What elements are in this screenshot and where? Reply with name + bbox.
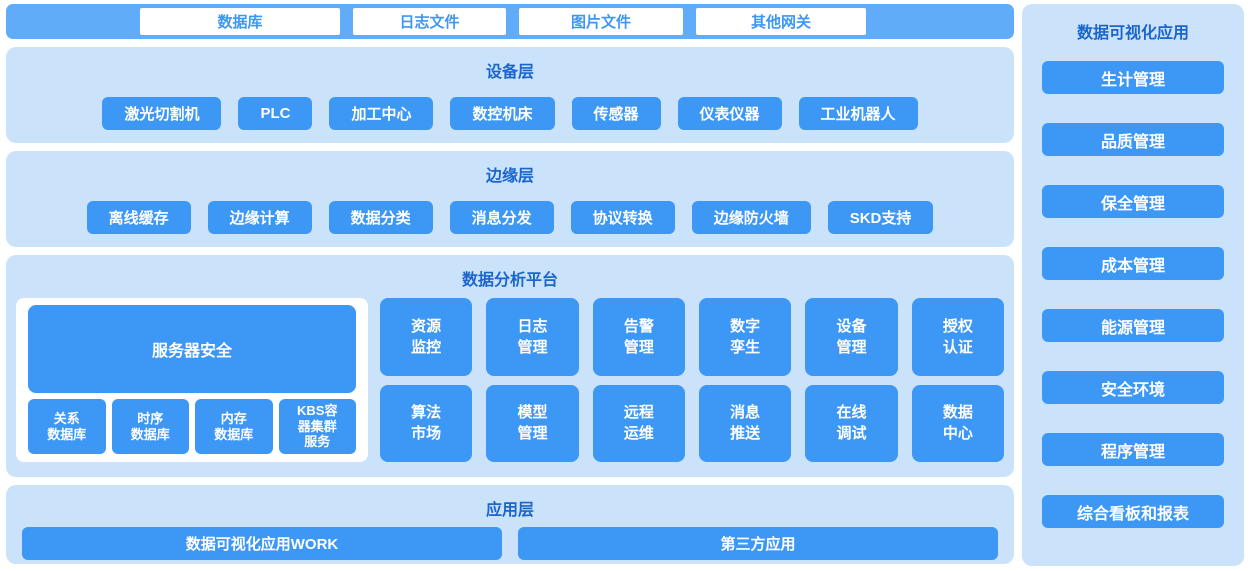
sidebar-visualization-apps: 数据可视化应用 生计管理 品质管理 保全管理 成本管理 能源管理 安全环境 程序… bbox=[1022, 4, 1244, 566]
device-chip-row: 激光切割机 PLC 加工中心 数控机床 传感器 仪表仪器 工业机器人 bbox=[6, 97, 1014, 130]
platform-cell[interactable]: 告警 管理 bbox=[592, 298, 685, 376]
db-chip-timeseries[interactable]: 时序 数据库 bbox=[111, 399, 189, 454]
device-chip[interactable]: 仪表仪器 bbox=[677, 97, 782, 130]
platform-cell[interactable]: 模型 管理 bbox=[486, 384, 579, 462]
app-button-visualization-work[interactable]: 数据可视化应用WORK bbox=[22, 527, 502, 560]
server-panel: 服务器安全 关系 数据库 时序 数据库 内存 数据库 KBS容 器集群 服务 bbox=[16, 298, 368, 462]
edge-chip[interactable]: 离线缓存 bbox=[86, 201, 191, 234]
db-chip-relational[interactable]: 关系 数据库 bbox=[28, 399, 106, 454]
edge-chip-row: 离线缓存 边缘计算 数据分类 消息分发 协议转换 边缘防火墙 SKD支持 bbox=[6, 201, 1014, 234]
device-chip[interactable]: PLC bbox=[238, 97, 313, 130]
gateway-item-database[interactable]: 数据库 bbox=[140, 8, 340, 35]
gateway-item-logfile[interactable]: 日志文件 bbox=[353, 8, 506, 35]
database-row: 关系 数据库 时序 数据库 内存 数据库 KBS容 器集群 服务 bbox=[28, 399, 356, 454]
sidebar-item[interactable]: 保全管理 bbox=[1042, 185, 1224, 218]
server-security-box[interactable]: 服务器安全 bbox=[28, 305, 356, 393]
device-layer: 设备层 激光切割机 PLC 加工中心 数控机床 传感器 仪表仪器 工业机器人 bbox=[6, 47, 1014, 143]
platform-title: 数据分析平台 bbox=[461, 272, 558, 289]
platform-cell[interactable]: 设备 管理 bbox=[805, 298, 898, 376]
sidebar-item[interactable]: 综合看板和报表 bbox=[1042, 495, 1224, 528]
device-chip[interactable]: 激光切割机 bbox=[102, 97, 222, 130]
gateway-item-imagefile[interactable]: 图片文件 bbox=[519, 8, 683, 35]
platform-cell[interactable]: 授权 认证 bbox=[911, 298, 1004, 376]
application-layer-title: 应用层 bbox=[485, 502, 534, 519]
db-chip-inmemory[interactable]: 内存 数据库 bbox=[195, 399, 273, 454]
gateway-bar: 数据库 日志文件 图片文件 其他网关 bbox=[6, 4, 1014, 39]
edge-chip[interactable]: 数据分类 bbox=[328, 201, 433, 234]
platform-body: 服务器安全 关系 数据库 时序 数据库 内存 数据库 KBS容 器集群 服务 资… bbox=[6, 290, 1014, 462]
app-button-third-party[interactable]: 第三方应用 bbox=[518, 527, 998, 560]
edge-chip[interactable]: SKD支持 bbox=[827, 201, 934, 234]
sidebar-item[interactable]: 生计管理 bbox=[1042, 61, 1224, 94]
platform-cell[interactable]: 算法 市场 bbox=[380, 384, 473, 462]
sidebar-item[interactable]: 程序管理 bbox=[1042, 433, 1224, 466]
edge-chip[interactable]: 消息分发 bbox=[449, 201, 554, 234]
platform-cell[interactable]: 数字 孪生 bbox=[699, 298, 792, 376]
platform-grid: 资源 监控 日志 管理 告警 管理 数字 孪生 设备 管理 授权 认证 算法 市… bbox=[380, 298, 1004, 462]
sidebar-item[interactable]: 安全环境 bbox=[1042, 371, 1224, 404]
device-chip[interactable]: 数控机床 bbox=[450, 97, 555, 130]
platform-cell[interactable]: 远程 运维 bbox=[592, 384, 685, 462]
gateway-item-other-gateway[interactable]: 其他网关 bbox=[696, 8, 866, 35]
platform-cell[interactable]: 消息 推送 bbox=[699, 384, 792, 462]
device-chip[interactable]: 加工中心 bbox=[329, 97, 434, 130]
edge-chip[interactable]: 边缘计算 bbox=[207, 201, 312, 234]
sidebar-item[interactable]: 成本管理 bbox=[1042, 247, 1224, 280]
edge-layer-title: 边缘层 bbox=[485, 168, 534, 185]
application-row: 数据可视化应用WORK 第三方应用 bbox=[6, 527, 1014, 560]
device-chip[interactable]: 工业机器人 bbox=[798, 97, 918, 130]
platform-cell[interactable]: 资源 监控 bbox=[380, 298, 473, 376]
device-layer-title: 设备层 bbox=[485, 64, 534, 81]
main-column: 数据库 日志文件 图片文件 其他网关 设备层 激光切割机 PLC 加工中心 数控… bbox=[6, 4, 1014, 566]
sidebar-list: 生计管理 品质管理 保全管理 成本管理 能源管理 安全环境 程序管理 综合看板和… bbox=[1042, 61, 1224, 528]
edge-chip[interactable]: 协议转换 bbox=[570, 201, 675, 234]
device-chip[interactable]: 传感器 bbox=[571, 97, 661, 130]
edge-chip[interactable]: 边缘防火墙 bbox=[691, 201, 811, 234]
db-chip-kbs-cluster[interactable]: KBS容 器集群 服务 bbox=[278, 399, 356, 454]
platform-cell[interactable]: 在线 调试 bbox=[805, 384, 898, 462]
platform-cell[interactable]: 数据 中心 bbox=[911, 384, 1004, 462]
application-layer: 应用层 数据可视化应用WORK 第三方应用 bbox=[6, 485, 1014, 564]
edge-layer: 边缘层 离线缓存 边缘计算 数据分类 消息分发 协议转换 边缘防火墙 SKD支持 bbox=[6, 151, 1014, 247]
data-analysis-platform-layer: 数据分析平台 服务器安全 关系 数据库 时序 数据库 内存 数据库 KBS容 器… bbox=[6, 255, 1014, 477]
sidebar-title: 数据可视化应用 bbox=[1076, 25, 1189, 42]
sidebar-item[interactable]: 能源管理 bbox=[1042, 309, 1224, 342]
sidebar-item[interactable]: 品质管理 bbox=[1042, 123, 1224, 156]
platform-cell[interactable]: 日志 管理 bbox=[486, 298, 579, 376]
